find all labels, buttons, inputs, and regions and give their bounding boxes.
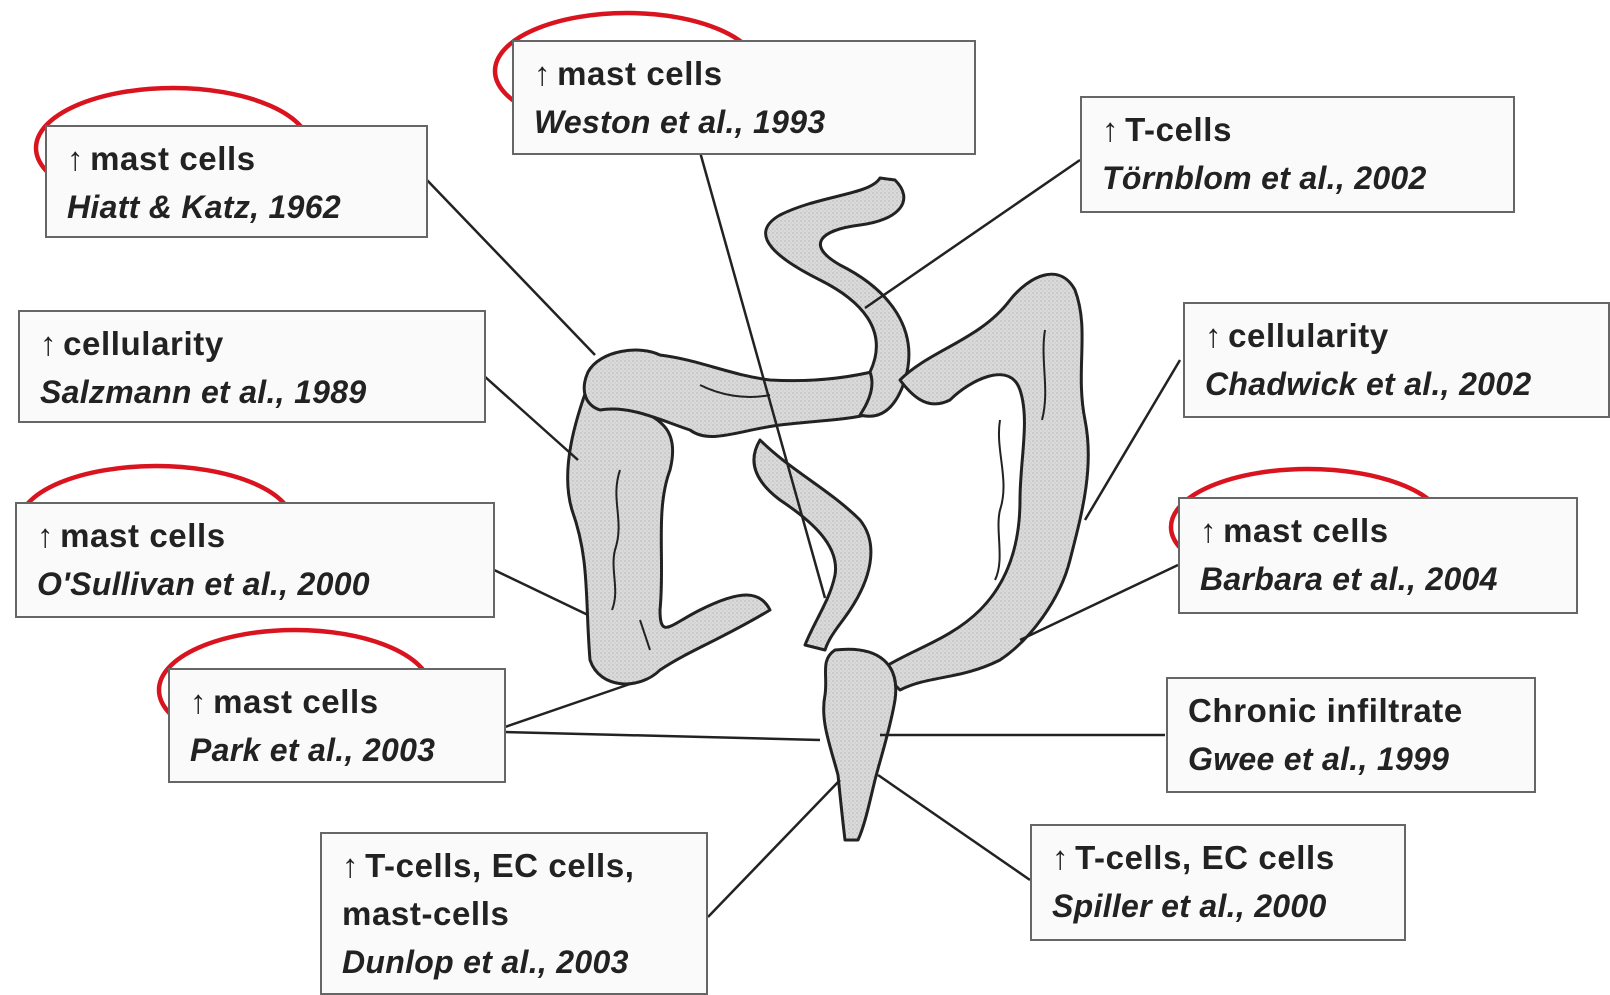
up-arrow-icon: ↑ <box>1102 111 1119 148</box>
citation-box-spiller: ↑T-cells, EC cells Spiller et al., 2000 <box>1030 824 1406 941</box>
sigmoid-crossing <box>754 440 871 650</box>
finding-text: mast cells <box>213 683 379 720</box>
citation-box-tornblom: ↑T-cells Törnblom et al., 2002 <box>1080 96 1515 213</box>
finding-text: mast cells <box>90 140 256 177</box>
up-arrow-icon: ↑ <box>1205 317 1222 354</box>
citation-box-dunlop: ↑T-cells, EC cells, mast-cells Dunlop et… <box>320 832 708 995</box>
finding-label: ↑T-cells, EC cells, <box>342 842 692 890</box>
up-arrow-icon: ↑ <box>37 517 54 554</box>
finding-text: mast cells <box>557 55 723 92</box>
reference-label: Hiatt & Katz, 1962 <box>67 183 412 231</box>
finding-text: T-cells, EC cells <box>1075 839 1335 876</box>
reference-label: Dunlop et al., 2003 <box>342 938 692 986</box>
rectum <box>824 649 896 840</box>
finding-label: ↑mast cells <box>190 678 490 726</box>
reference-label: Barbara et al., 2004 <box>1200 555 1562 603</box>
citation-box-weston: ↑mast cells Weston et al., 1993 <box>512 40 976 155</box>
citation-box-osullivan: ↑mast cells O'Sullivan et al., 2000 <box>15 502 495 618</box>
finding-text: mast cells <box>60 517 226 554</box>
finding-text: cellularity <box>63 325 224 362</box>
reference-label: Salzmann et al., 1989 <box>40 368 470 416</box>
finding-label: ↑T-cells, EC cells <box>1052 834 1390 882</box>
finding-text: cellularity <box>1228 317 1389 354</box>
finding-label: ↑mast cells <box>37 512 479 560</box>
finding-label: ↑cellularity <box>1205 312 1594 360</box>
finding-label: ↑cellularity <box>40 320 470 368</box>
finding-label: Chronic infiltrate <box>1188 687 1520 735</box>
up-arrow-icon: ↑ <box>190 683 207 720</box>
finding-label: ↑T-cells <box>1102 106 1499 154</box>
colon-shape <box>568 178 1089 840</box>
up-arrow-icon: ↑ <box>1200 512 1217 549</box>
citation-box-gwee: Chronic infiltrate Gwee et al., 1999 <box>1166 677 1536 793</box>
finding-text: T-cells <box>1125 111 1232 148</box>
finding-text: mast cells <box>1223 512 1389 549</box>
reference-label: Park et al., 2003 <box>190 726 490 774</box>
reference-label: O'Sullivan et al., 2000 <box>37 560 479 608</box>
finding-label: ↑mast cells <box>67 135 412 183</box>
citation-box-park: ↑mast cells Park et al., 2003 <box>168 668 506 783</box>
up-arrow-icon: ↑ <box>67 140 84 177</box>
up-arrow-icon: ↑ <box>40 325 57 362</box>
finding-label: ↑mast cells <box>1200 507 1562 555</box>
citation-box-chadwick: ↑cellularity Chadwick et al., 2002 <box>1183 302 1610 418</box>
citation-box-barbara: ↑mast cells Barbara et al., 2004 <box>1178 497 1578 614</box>
citation-box-hiatt: ↑mast cells Hiatt & Katz, 1962 <box>45 125 428 238</box>
finding-label: ↑mast cells <box>534 50 960 98</box>
reference-label: Spiller et al., 2000 <box>1052 882 1390 930</box>
reference-label: Törnblom et al., 2002 <box>1102 154 1499 202</box>
finding-label-continued: mast-cells <box>342 890 692 938</box>
reference-label: Weston et al., 1993 <box>534 98 960 146</box>
reference-label: Gwee et al., 1999 <box>1188 735 1520 783</box>
up-arrow-icon: ↑ <box>342 847 359 884</box>
up-arrow-icon: ↑ <box>534 55 551 92</box>
up-arrow-icon: ↑ <box>1052 839 1069 876</box>
citation-box-salzmann: ↑cellularity Salzmann et al., 1989 <box>18 310 486 423</box>
finding-text: T-cells, EC cells, <box>365 847 634 884</box>
descending-colon <box>880 274 1088 690</box>
reference-label: Chadwick et al., 2002 <box>1205 360 1594 408</box>
